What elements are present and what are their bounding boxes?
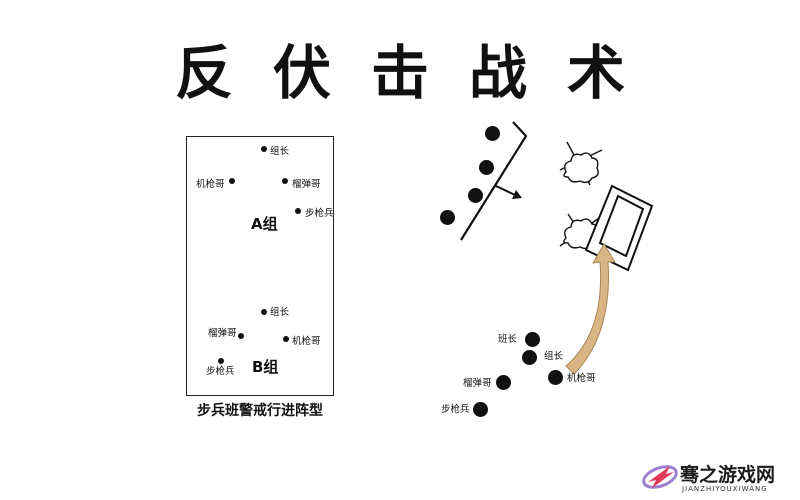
- leader-dot: [522, 350, 537, 365]
- b-rifleman-dot: [218, 358, 224, 364]
- machine-gunner-label: 机枪哥: [567, 373, 596, 384]
- watermark-logo-icon: [642, 465, 678, 489]
- b-machine-gunner-label: 机枪哥: [292, 336, 321, 347]
- b-leader-label: 组长: [270, 307, 290, 318]
- grenadier-dot: [496, 375, 511, 390]
- squad-leader-dot: [525, 332, 540, 347]
- ambushed-soldier-3: [468, 188, 483, 203]
- formation-box: [186, 136, 334, 396]
- a-rifleman-dot: [295, 208, 301, 214]
- a-rifleman-label: 步枪兵: [305, 208, 334, 219]
- facing-arrow-line: [495, 185, 516, 196]
- facing-arrow-head: [512, 190, 522, 199]
- machine-gunner-dot: [548, 370, 563, 385]
- watermark: 骞之游戏网 JIANZHIYOUXIWANG: [640, 458, 790, 496]
- grenadier-label: 榴弹哥: [463, 378, 492, 389]
- squad-leader-label: 班长: [498, 334, 518, 345]
- ambushed-soldier-4: [440, 210, 455, 225]
- a-leader-dot: [261, 146, 267, 152]
- a-grenadier-dot: [282, 178, 288, 184]
- rifleman-label: 步枪兵: [441, 404, 470, 415]
- b-machine-gunner-dot: [283, 336, 289, 342]
- enemy-upper-icon: [559, 141, 603, 186]
- b-rifleman-label: 步枪兵: [206, 366, 235, 377]
- b-grenadier-dot: [238, 333, 244, 339]
- a-grenadier-label: 榴弹哥: [292, 179, 321, 190]
- ambushed-soldier-2: [479, 160, 494, 175]
- a-machine-gunner-dot: [229, 178, 235, 184]
- ambushed-soldier-1: [485, 126, 500, 141]
- a-leader-label: 组长: [270, 146, 290, 157]
- cover-line: [460, 121, 528, 241]
- watermark-name: 骞之游戏网: [680, 464, 776, 486]
- group-a-label: A组: [251, 215, 278, 233]
- b-grenadier-label: 榴弹哥: [208, 328, 237, 339]
- b-leader-dot: [261, 309, 267, 315]
- formation-caption: 步兵班警戒行进阵型: [197, 403, 323, 419]
- leader-label: 组长: [544, 351, 564, 362]
- page-title: 反伏击战术: [174, 39, 665, 107]
- watermark-subtitle: JIANZHIYOUXIWANG: [682, 485, 768, 493]
- group-b-label: B组: [252, 358, 279, 376]
- rifleman-dot: [473, 402, 488, 417]
- a-machine-gunner-label: 机枪哥: [196, 179, 225, 190]
- flanking-arrow: [565, 243, 616, 375]
